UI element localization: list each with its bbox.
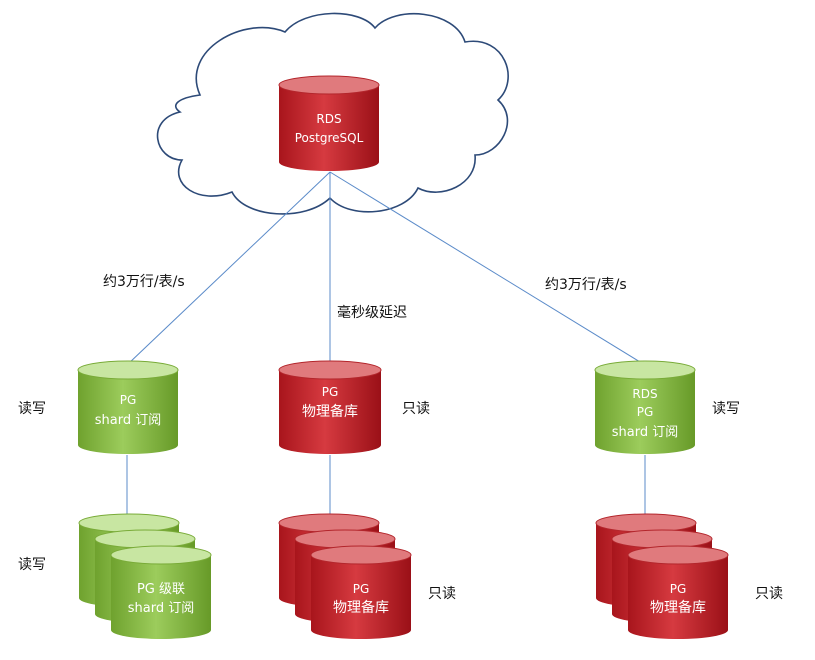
left-stack-line1: PG 级联 — [137, 582, 185, 597]
right-stack-line1: PG — [670, 582, 687, 596]
left-node-line1: PG — [120, 393, 137, 407]
left-stack-line2: shard 订阅 — [128, 601, 194, 616]
rds-line2: PostgreSQL — [295, 131, 364, 145]
right-stack-access-label: 只读 — [755, 586, 783, 602]
rds-postgresql-cylinder: RDS PostgreSQL — [278, 75, 380, 171]
middle-node-access-label: 只读 — [402, 401, 430, 417]
middle-node-line2: 物理备库 — [302, 403, 358, 420]
rds-pg-shard-subscriber-cylinder: RDS PG shard 订阅 — [594, 360, 696, 454]
right-node-access-label: 读写 — [712, 401, 740, 417]
middle-stack-line2: 物理备库 — [333, 599, 389, 616]
right-node-line2: PG — [637, 405, 654, 419]
link-label-right: 约3万行/表/s — [545, 277, 627, 293]
middle-stack-access-label: 只读 — [428, 586, 456, 602]
left-node-line2: shard 订阅 — [95, 413, 161, 428]
rds-line1: RDS — [316, 112, 341, 126]
link-line-left — [126, 171, 331, 366]
pg-cascade-shard-stack: PG 级联 shard 订阅 — [78, 513, 212, 639]
pg-physical-standby-cylinder: PG 物理备库 — [278, 360, 382, 454]
link-label-middle: 毫秒级延迟 — [337, 305, 407, 321]
middle-stack-line1: PG — [353, 582, 370, 596]
pg-shard-subscriber-cylinder: PG shard 订阅 — [77, 360, 179, 454]
pg-physical-standby-stack-middle: PG 物理备库 — [278, 513, 412, 639]
link-label-left: 约3万行/表/s — [103, 274, 185, 290]
right-node-line1: RDS — [632, 387, 657, 401]
right-stack-line2: 物理备库 — [650, 599, 706, 616]
link-line-right — [329, 171, 646, 366]
middle-node-line1: PG — [322, 385, 339, 399]
left-stack-access-label: 读写 — [18, 557, 46, 573]
pg-physical-standby-stack-right: PG 物理备库 — [595, 513, 729, 639]
right-node-line3: shard 订阅 — [612, 425, 678, 440]
left-node-access-label: 读写 — [18, 401, 46, 417]
